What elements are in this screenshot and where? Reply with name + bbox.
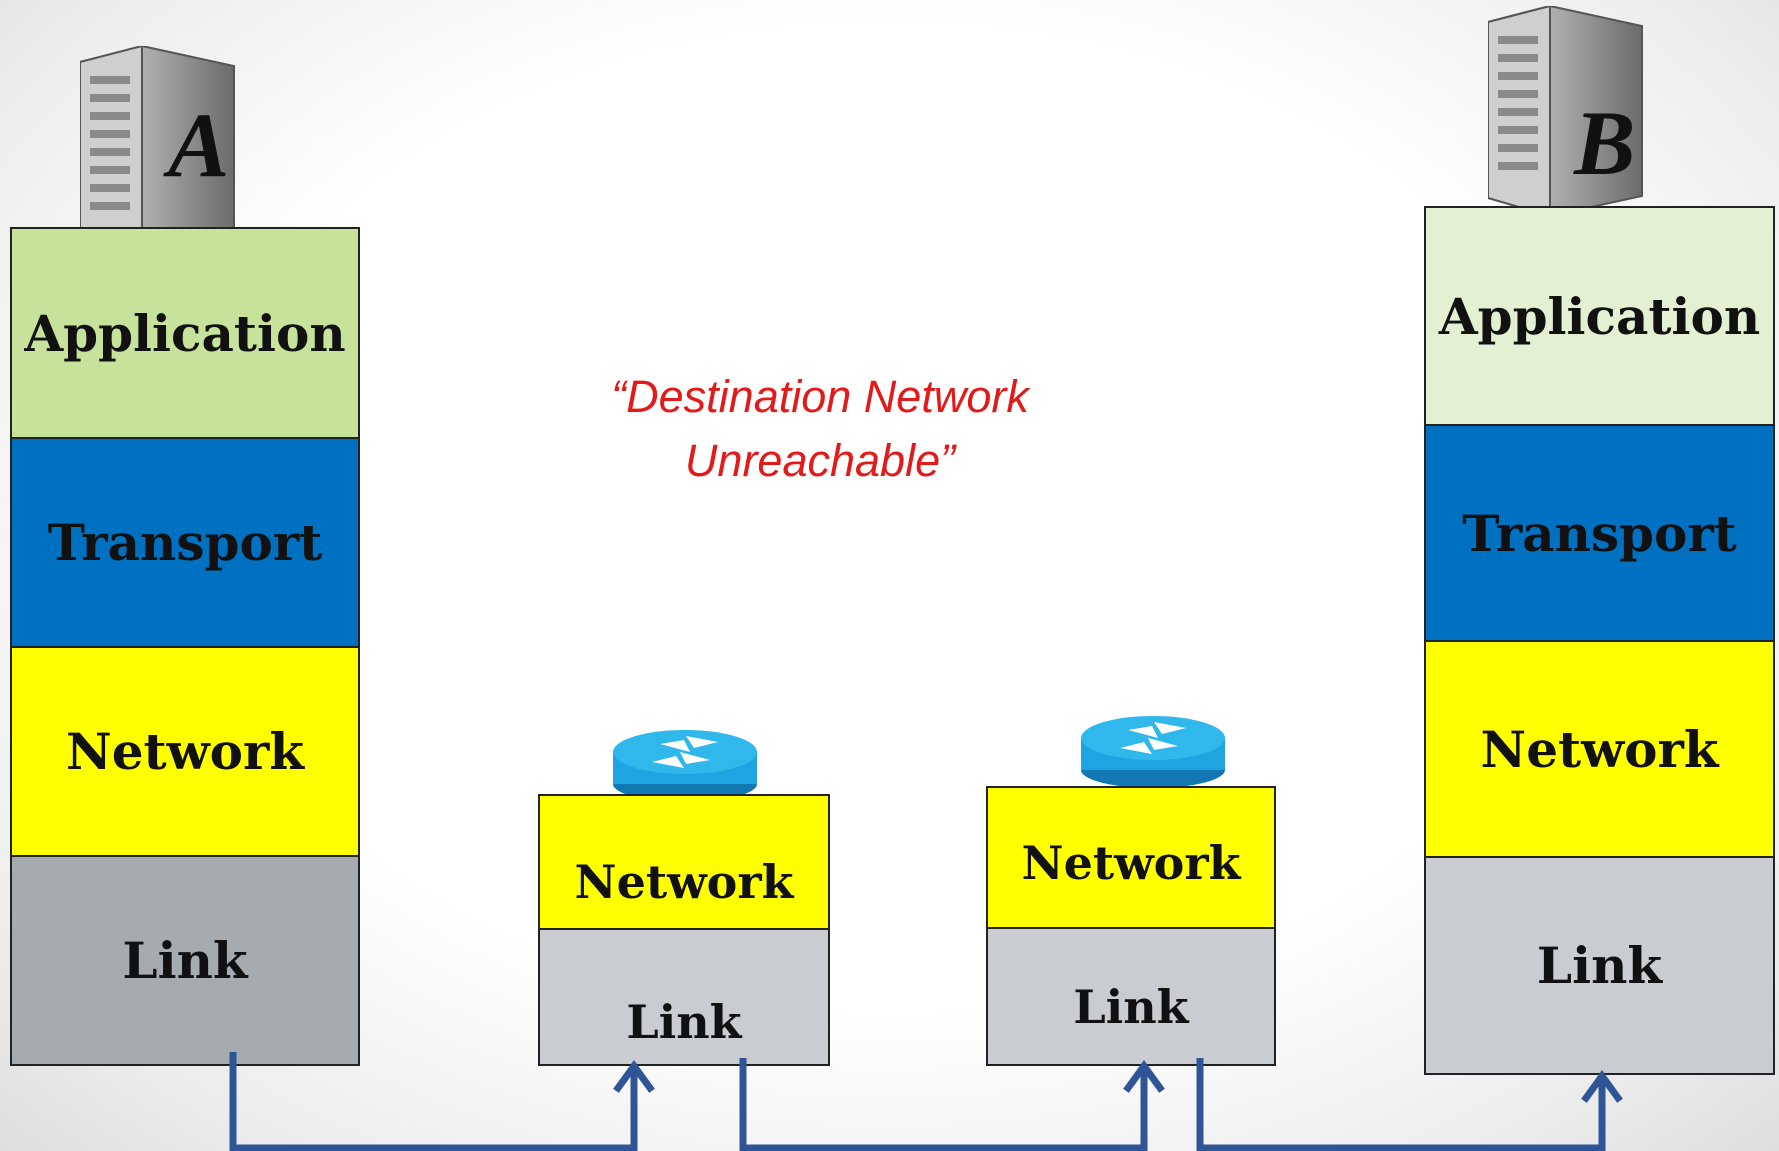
arrow-a-to-router-1 <box>229 1052 638 1151</box>
application-label: Application <box>1438 286 1761 346</box>
network-label: Network <box>1480 719 1719 779</box>
host-b-stack: Application Transport Network Link <box>1424 206 1775 1075</box>
link-label: Link <box>122 931 248 990</box>
application-label: Application <box>24 303 346 363</box>
error-message: “Destination Network Unreachable” <box>560 365 1080 493</box>
transport-label: Transport <box>47 513 323 572</box>
router-icon <box>613 730 757 802</box>
network-label: Network <box>1021 835 1241 890</box>
transport-layer: Transport <box>1426 426 1773 642</box>
host-a-label: A <box>168 94 230 196</box>
server-icon <box>80 46 235 256</box>
link-label: Link <box>1536 936 1663 995</box>
host-a-stack: Application Transport Network Link <box>10 227 360 1066</box>
router-2-stack: Network Link <box>986 786 1276 1066</box>
link-layer: Link <box>540 930 828 1064</box>
network-label: Network <box>66 722 304 781</box>
link-layer: Link <box>988 929 1274 1064</box>
arrowhead <box>613 1060 655 1093</box>
network-layer: Network <box>988 788 1274 929</box>
network-label: Network <box>574 855 794 909</box>
link-layer: Link <box>12 857 358 1064</box>
arrowhead <box>1123 1060 1165 1093</box>
network-layer: Network <box>1426 642 1773 858</box>
server-icon <box>1488 6 1643 216</box>
error-message-line-1: “Destination Network <box>611 371 1029 422</box>
link-label: Link <box>1073 979 1189 1034</box>
transport-label: Transport <box>1462 503 1737 563</box>
application-layer: Application <box>12 229 358 439</box>
link-label: Link <box>626 995 742 1049</box>
error-message-line-2: Unreachable” <box>684 435 956 486</box>
network-layer: Network <box>12 648 358 857</box>
host-b-label: B <box>1574 92 1636 194</box>
transport-layer: Transport <box>12 439 358 648</box>
router-1-stack: Network Link <box>538 794 830 1066</box>
application-layer: Application <box>1426 208 1773 426</box>
arrow-router-2-to-b <box>1196 1058 1606 1151</box>
arrow-router-1-to-router-2 <box>739 1058 1148 1151</box>
network-layer: Network <box>540 796 828 930</box>
router-icon <box>1081 716 1225 788</box>
link-layer: Link <box>1426 858 1773 1073</box>
arrowhead <box>1581 1070 1623 1103</box>
